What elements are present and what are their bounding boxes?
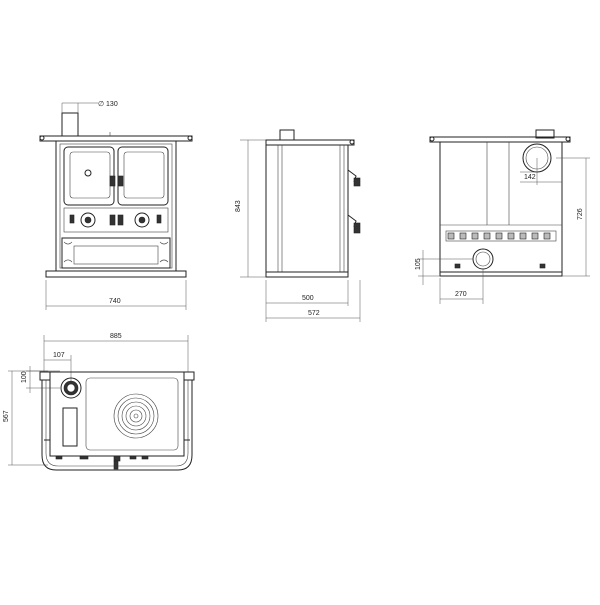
rear-inlet-height-label: 105 (415, 258, 422, 270)
front-door-handle (109, 175, 116, 187)
rear-view: 142 726 105 270 (415, 129, 590, 304)
side-view: 843 500 572 (235, 129, 361, 322)
front-view: ∅ 130 740 (39, 101, 193, 310)
front-flue-pipe (61, 112, 79, 137)
rear-body (439, 141, 563, 273)
front-plinth (45, 270, 187, 278)
top-hob-rings (113, 393, 159, 439)
front-flue-diameter-label: ∅ 130 (98, 101, 118, 108)
rear-flue-offset-label: 142 (524, 174, 536, 181)
top-flue-collar (60, 377, 82, 399)
top-width-label: 885 (110, 333, 122, 340)
rear-inlet-offset-label: 270 (455, 291, 467, 298)
top-firebox-opening (62, 407, 78, 447)
front-width-label: 740 (109, 298, 121, 305)
front-top-plate (39, 135, 193, 142)
top-depth-label: 567 (3, 410, 10, 422)
top-flue-x-label: 107 (53, 352, 65, 359)
side-body-depth-label: 500 (302, 295, 314, 302)
front-drawer (61, 237, 171, 269)
side-flue-pipe (279, 129, 295, 141)
side-total-depth-label: 572 (308, 310, 320, 317)
side-height-label: 843 (235, 200, 242, 212)
top-handrail (41, 380, 193, 471)
rear-vent-row (447, 232, 551, 240)
front-left-control-knob (80, 212, 96, 228)
front-right-door (117, 146, 169, 206)
rear-flue-height-label: 726 (577, 208, 584, 220)
front-right-control-knob (134, 212, 150, 228)
top-flue-y-label: 100 (21, 371, 28, 383)
top-view: 885 107 100 567 (3, 333, 195, 471)
